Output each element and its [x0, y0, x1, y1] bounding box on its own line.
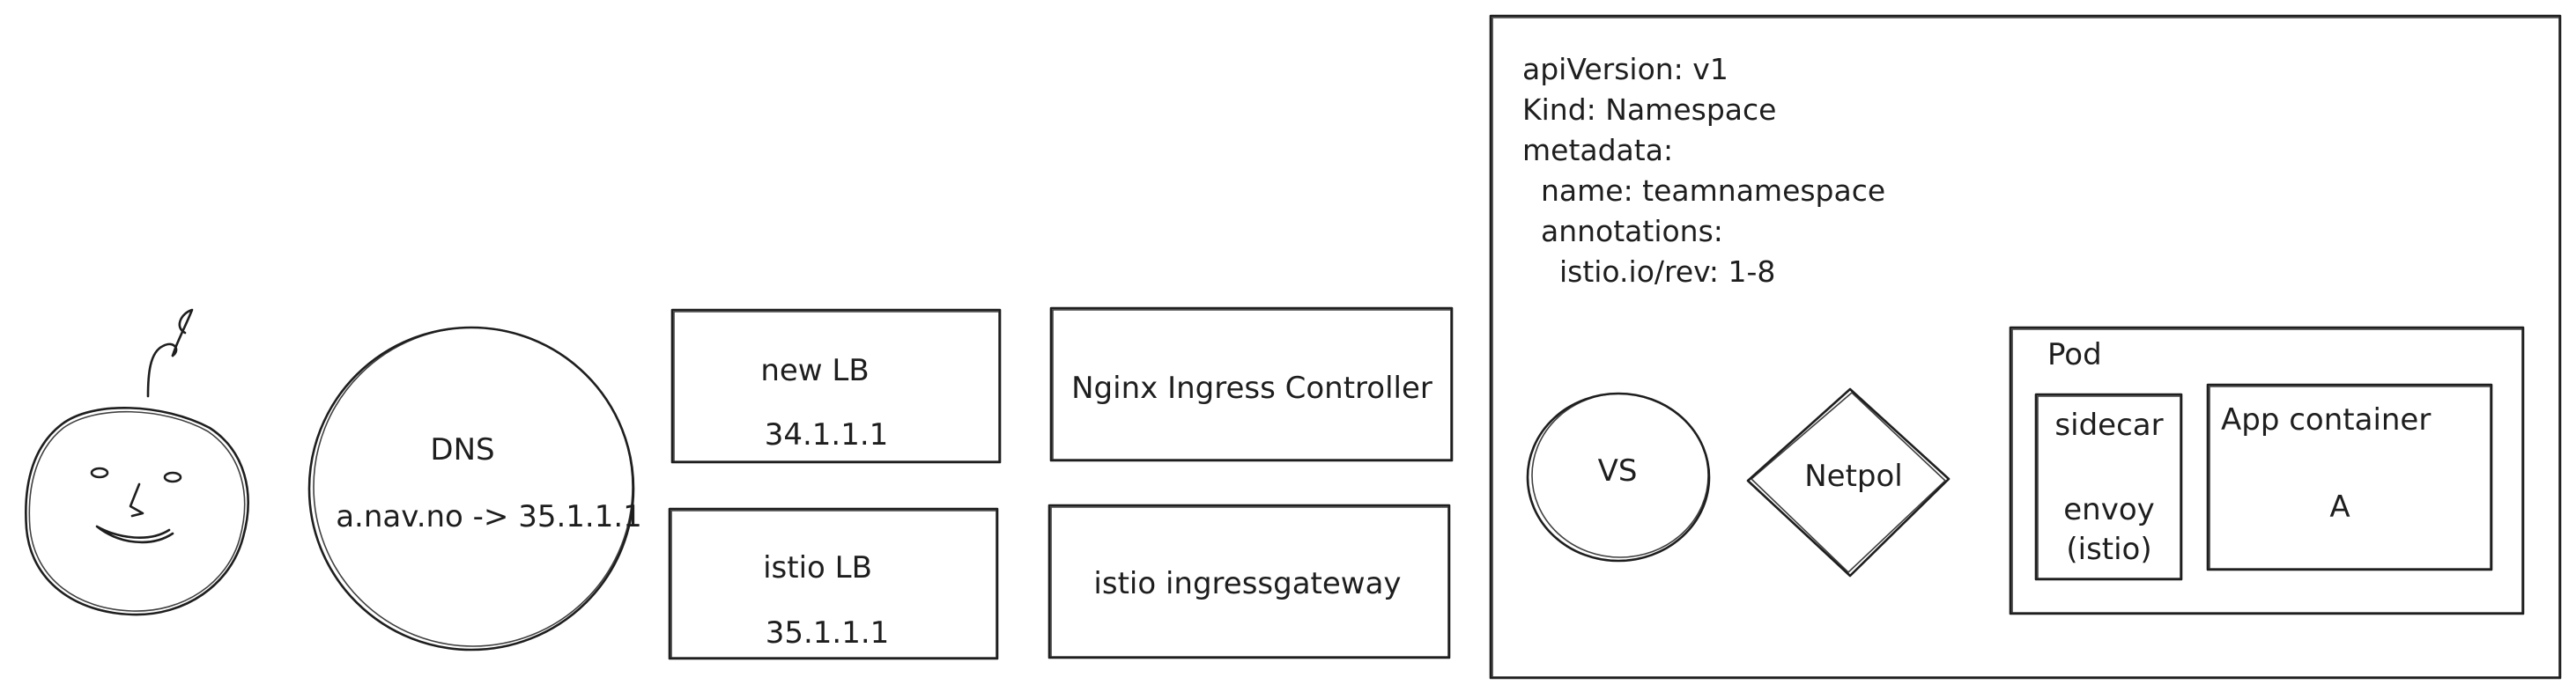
vs-label: VS — [1598, 453, 1638, 489]
dns-node: DNS a.nav.no -> 35.1.1.1 — [307, 326, 642, 652]
yaml-line: metadata: — [1522, 133, 1673, 167]
nginx-ingress-label: Nginx Ingress Controller — [1071, 371, 1432, 406]
new-lb-ip: 34.1.1.1 — [765, 417, 889, 453]
pod-box: Pod sidecar envoy (istio) App container … — [2009, 326, 2525, 615]
app-container-title: App container — [2221, 402, 2431, 438]
netpol-node: Netpol — [1746, 387, 1951, 578]
new-lb-box: new LB 34.1.1.1 — [670, 308, 1002, 464]
sidecar-line: (istio) — [2066, 532, 2151, 567]
smiley-user-icon — [25, 308, 249, 616]
istio-lb-ip: 35.1.1.1 — [766, 615, 890, 651]
istio-ingressgateway-box: istio ingressgateway — [1047, 504, 1451, 659]
yaml-line: annotations: — [1522, 214, 1723, 248]
vs-node: VS — [1526, 392, 1711, 563]
yaml-line: apiVersion: v1 — [1522, 52, 1728, 86]
app-container-box: App container A — [2206, 383, 2493, 571]
sidecar-line: envoy — [2063, 492, 2155, 527]
netpol-label: Netpol — [1804, 459, 1903, 494]
pod-title: Pod — [2047, 337, 2102, 372]
namespace-frame: apiVersion: v1 Kind: Namespace metadata:… — [1489, 14, 2562, 680]
sidecar-box: sidecar envoy (istio) — [2034, 393, 2183, 581]
app-container-value: A — [2329, 490, 2350, 525]
yaml-line: name: teamnamespace — [1522, 173, 1885, 208]
dns-record: a.nav.no -> 35.1.1.1 — [336, 499, 642, 534]
istio-ingressgateway-label: istio ingressgateway — [1093, 566, 1401, 601]
nginx-ingress-box: Nginx Ingress Controller — [1049, 306, 1454, 462]
sidecar-title: sidecar — [2054, 408, 2163, 443]
dns-title: DNS — [430, 432, 494, 467]
new-lb-title: new LB — [760, 353, 869, 388]
yaml-line: Kind: Namespace — [1522, 92, 1776, 127]
yaml-line: istio.io/rev: 1-8 — [1522, 254, 1775, 289]
istio-lb-box: istio LB 35.1.1.1 — [668, 507, 999, 660]
istio-lb-title: istio LB — [763, 550, 872, 585]
